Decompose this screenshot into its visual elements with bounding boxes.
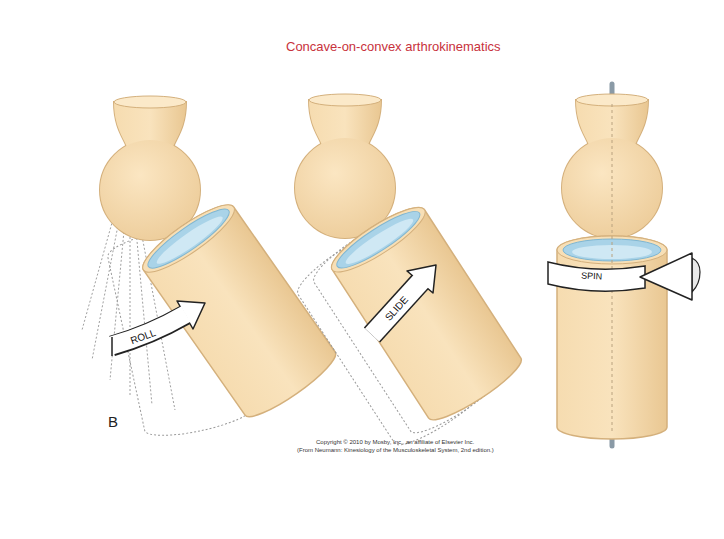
source-note: (From Neumann: Kinesiology of the Muscul… [297,447,494,454]
diagram-title: Concave-on-convex arthrokinematics [286,40,501,54]
motion-label: SPIN [581,271,603,282]
panel-letter: B [108,414,118,431]
copyright-note: Copyright © 2010 by Mosby, Inc., an affi… [316,439,474,446]
